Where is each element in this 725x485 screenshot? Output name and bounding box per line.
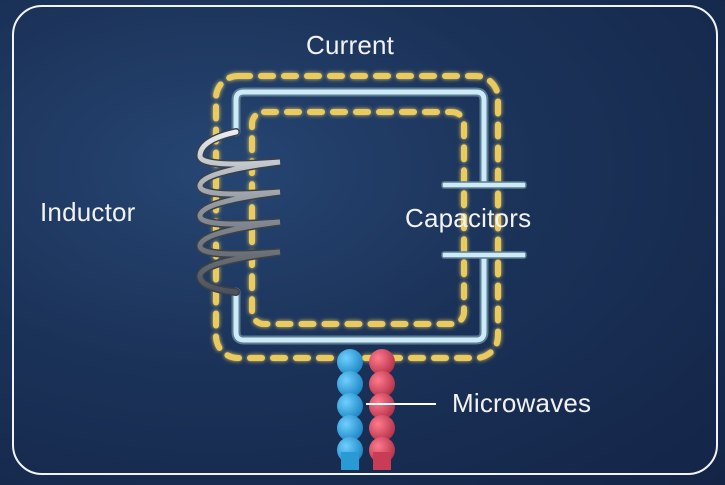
capacitors-label: Capacitors — [405, 203, 532, 233]
microwave-beam-red — [369, 349, 395, 470]
current-label: Current — [306, 30, 395, 60]
inductor-coil — [195, 128, 281, 296]
current-path-outer — [213, 73, 501, 361]
microwave-beam-blue — [337, 349, 363, 470]
current-path-inner — [249, 109, 467, 327]
microwaves-label: Microwaves — [452, 388, 592, 418]
circuit-wire — [231, 87, 489, 345]
inductor-label: Inductor — [40, 197, 136, 227]
capacitor-plates — [441, 181, 527, 259]
diagram-panel-border — [12, 5, 718, 475]
